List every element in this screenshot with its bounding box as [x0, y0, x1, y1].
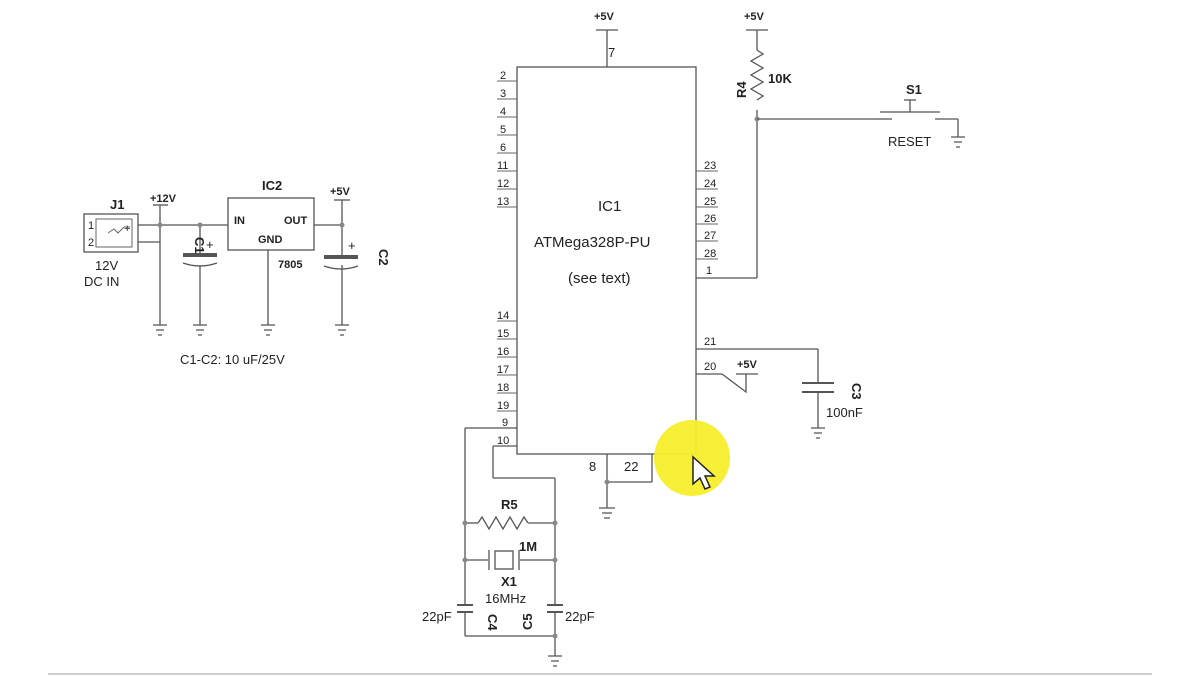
ic1-pin-8: 8	[589, 459, 596, 474]
ic1-pin-28: 28	[704, 248, 716, 260]
s1-ref: S1	[906, 82, 922, 97]
c1-plus: +	[206, 237, 214, 252]
s1-label: RESET	[888, 134, 931, 149]
ic1-pin-14: 14	[497, 310, 509, 322]
ic1-pin-22: 22	[624, 459, 638, 474]
j1-ref: J1	[110, 197, 124, 212]
ic1-part: ATMega328P-PU	[534, 234, 650, 251]
ic1-pin-10: 10	[497, 435, 509, 447]
rail-5v-ic1: +5V	[594, 11, 615, 23]
ic1-microcontroller: +5V 7 IC1 ATMega328P-PU (see text) 2 3 4	[465, 11, 818, 519]
ic1-pin-24: 24	[704, 178, 716, 190]
r5-ref: R5	[501, 497, 518, 512]
ic1-bottom-pins: 8 22	[589, 454, 653, 519]
reset-section: +5V R4 10K S1 RESET	[734, 11, 965, 278]
ic1-right-pins: 23 24 25 26 27 28 1 21 20	[696, 160, 818, 375]
ic1-pin-3: 3	[500, 88, 506, 100]
ic2-in: IN	[234, 215, 245, 227]
x1-value: 16MHz	[485, 591, 526, 606]
rail-5v-reset: +5V	[744, 11, 765, 23]
ic1-pin-15: 15	[497, 328, 509, 340]
j1-voltage: 12V	[95, 258, 118, 273]
r5-resistor: R5 1M	[462, 497, 558, 554]
aref-avcc-section: +5V C3 100nF	[721, 349, 864, 439]
ic1-pin-21: 21	[704, 336, 716, 348]
ic2-part: 7805	[278, 259, 302, 271]
ic1-pin-12: 12	[497, 178, 509, 190]
ic1-pin-13: 13	[497, 196, 509, 208]
ic2-regulator: IC2 IN OUT GND 7805	[227, 178, 315, 325]
ic1-pin-2: 2	[500, 70, 506, 82]
c4-ref: C4	[485, 614, 500, 631]
s1-reset-button: S1 RESET	[876, 82, 965, 149]
j1-pin2: 2	[88, 237, 94, 249]
c4-capacitor: 22pF C4	[422, 604, 500, 631]
ic1-pin-7: 7	[608, 45, 615, 60]
ic2-out: OUT	[284, 215, 308, 227]
ic1-pin-4: 4	[500, 106, 506, 118]
j1-dc-in: DC IN	[84, 274, 119, 289]
psu-grounds	[153, 324, 349, 336]
ic1-pin-6: 6	[500, 142, 506, 154]
c2-capacitor: + C2	[323, 238, 391, 270]
ic1-pin-27: 27	[704, 230, 716, 242]
mouse-cursor-highlight	[654, 420, 730, 496]
ic1-note: (see text)	[568, 270, 631, 287]
x1-crystal: X1 16MHz	[462, 550, 558, 606]
ic1-pin-18: 18	[497, 382, 509, 394]
ic1-pin-5: 5	[500, 124, 506, 136]
ic1-pin-23: 23	[704, 160, 716, 172]
ic1-pin-16: 16	[497, 346, 509, 358]
c1-c2-note: C1-C2: 10 uF/25V	[180, 352, 285, 367]
j1-plus: +	[124, 223, 130, 235]
ic1-left-pins: 2 3 4 5 6 11 12 13 14 15 16 17 18 19 9 1…	[465, 70, 517, 447]
c2-plus: +	[348, 238, 356, 253]
c3-value: 100nF	[826, 405, 863, 420]
c5-value: 22pF	[565, 609, 595, 624]
c1-capacitor: C1 +	[182, 222, 218, 325]
j1-pin1: 1	[88, 220, 94, 232]
c3-capacitor: C3 100nF	[802, 382, 864, 420]
rail-5v-psu: +5V	[330, 186, 351, 198]
ic1-pin-19: 19	[497, 400, 509, 412]
power-supply-section: J1 1 2 + 12V DC IN +12V C1 + IC2 IN	[83, 178, 391, 367]
crystal-section: R5 1M X1 16MHz 22pF C4 22pF C5	[422, 428, 595, 667]
c3-ref: C3	[849, 383, 864, 400]
rail-12v: +12V	[150, 193, 177, 205]
ic1-pin-17: 17	[497, 364, 509, 376]
ic1-pin-26: 26	[704, 213, 716, 225]
c4-value: 22pF	[422, 609, 452, 624]
ic1-pin-11: 11	[497, 160, 508, 172]
ic2-ref: IC2	[262, 178, 282, 193]
r4-resistor	[749, 49, 765, 101]
c5-ref: C5	[520, 613, 535, 630]
ic1-pin-9: 9	[502, 417, 508, 429]
ic1-pin-20: 20	[704, 361, 716, 373]
c1-ref: C1	[192, 237, 207, 254]
ic2-gnd: GND	[258, 234, 283, 246]
r4-ref: R4	[734, 81, 749, 98]
c2-ref: C2	[376, 249, 391, 266]
rail-5v-avcc: +5V	[737, 359, 758, 371]
r5-value: 1M	[519, 539, 537, 554]
ic1-ref: IC1	[598, 198, 621, 215]
j1-dc-jack: J1 1 2 + 12V DC IN	[83, 197, 139, 289]
c5-capacitor: 22pF C5	[520, 604, 595, 630]
x1-ref: X1	[501, 574, 517, 589]
r4-value: 10K	[768, 71, 792, 86]
ic1-pin-1: 1	[706, 265, 712, 277]
ic1-pin-25: 25	[704, 196, 716, 208]
cursor-icon	[692, 455, 716, 490]
